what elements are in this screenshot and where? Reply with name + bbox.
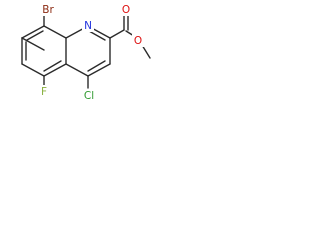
atom-labels: Br N O O F Cl <box>38 3 144 103</box>
bond-c2-ccarbonyl <box>109 29 125 39</box>
molecule-structure: Br N O O F Cl <box>21 3 151 103</box>
bond-c6-c5 <box>43 63 67 77</box>
bond-o-ch3 <box>141 44 151 59</box>
bond-c4-c4a <box>65 63 89 77</box>
bromine-label: Br <box>42 4 54 16</box>
bond-c8-c8a <box>21 37 45 51</box>
bond-n-c2-inner <box>88 30 106 41</box>
bond-c8a-c8-inner <box>26 30 44 41</box>
bond-c6-c5-inner <box>43 60 62 72</box>
chlorine-label: Cl <box>84 90 94 102</box>
bond-c4a-c8a <box>43 25 67 39</box>
fluorine-label: F <box>41 86 47 98</box>
bond-c3-c4-inner <box>87 60 106 72</box>
bond-c7-c6 <box>21 63 45 77</box>
carbonyl-oxygen-label: O <box>122 4 130 16</box>
bond-c3-c4 <box>87 63 111 77</box>
nitrogen-label: N <box>84 20 92 32</box>
ester-oxygen-label: O <box>134 35 142 47</box>
bond-c8a-c8 <box>21 25 45 39</box>
